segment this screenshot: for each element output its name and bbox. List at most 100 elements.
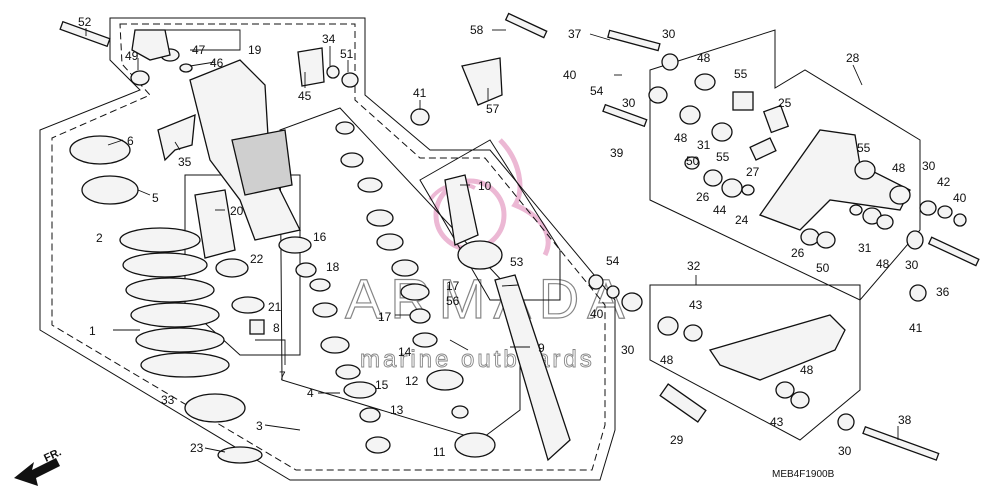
callout-9: 9 — [538, 341, 545, 355]
callout-40-b: 40 — [953, 191, 967, 205]
callout-18: 18 — [326, 260, 340, 274]
callout-50-b: 50 — [816, 261, 830, 275]
callout-31-a: 31 — [697, 138, 711, 152]
callout-27: 27 — [746, 165, 760, 179]
leader-lines — [85, 28, 899, 453]
watermark-tagline: marine outboards — [360, 346, 595, 373]
nut-41-right-art — [909, 284, 927, 302]
callout-48-b: 48 — [674, 131, 688, 145]
callout-41-right: 41 — [909, 321, 923, 335]
callout-7: 7 — [279, 369, 286, 383]
shock-inner-outline — [51, 23, 606, 471]
callout-17-a: 17 — [378, 310, 392, 324]
callout-54-b: 54 — [606, 254, 620, 268]
connecting-rod-32-art — [708, 314, 846, 381]
callout-48-f: 48 — [800, 363, 814, 377]
washer-54-mid-art — [606, 285, 620, 299]
callout-38: 38 — [898, 413, 912, 427]
callout-40-a: 40 — [563, 68, 577, 82]
callout-43-b: 43 — [770, 415, 784, 429]
bolt-36-art — [927, 236, 980, 267]
callout-25: 25 — [778, 96, 792, 110]
bladder-kit-outline — [419, 139, 561, 301]
callout-14: 14 — [398, 345, 412, 359]
damper-rod-9-art — [494, 274, 571, 462]
callout-50-a: 50 — [686, 154, 700, 168]
callout-30-c: 30 — [922, 159, 936, 173]
callout-36: 36 — [936, 285, 950, 299]
callout-57: 57 — [486, 102, 500, 116]
callout-28: 28 — [846, 51, 860, 65]
callout-30-e: 30 — [621, 343, 635, 357]
callout-48-a: 48 — [697, 51, 711, 65]
callout-33: 33 — [161, 393, 175, 407]
callout-15: 15 — [375, 378, 389, 392]
callout-58: 58 — [470, 23, 484, 37]
callout-56: 56 — [446, 294, 460, 308]
link-arm-outline — [649, 29, 921, 301]
callout-6: 6 — [127, 134, 134, 148]
callout-26-b: 26 — [791, 246, 805, 260]
callout-49: 49 — [125, 49, 139, 63]
callout-13: 13 — [390, 403, 404, 417]
callout-45: 45 — [298, 89, 312, 103]
callout-20: 20 — [230, 204, 244, 218]
collar-43-right-art — [775, 381, 795, 399]
cover-57-art — [461, 57, 503, 106]
seal-30-mid-art — [621, 292, 643, 312]
link-bushings-art — [648, 53, 967, 250]
callout-44: 44 — [713, 203, 727, 217]
callout-48-c: 48 — [892, 161, 906, 175]
assembly-frames — [39, 17, 921, 481]
callout-29: 29 — [670, 433, 684, 447]
spring-seat-33-art — [184, 393, 246, 423]
callout-42: 42 — [937, 175, 951, 189]
nut-51-art — [341, 72, 359, 88]
callout-46: 46 — [210, 56, 224, 70]
washer-34-art — [326, 65, 340, 79]
bracket-35-art — [157, 113, 196, 162]
callout-55-b: 55 — [716, 150, 730, 164]
bearing-48-right-art — [790, 391, 810, 409]
spring-1-art — [119, 227, 230, 378]
front-label: FR. — [42, 446, 63, 464]
callout-10: 10 — [478, 179, 492, 193]
drawing-code: MEB4F1900B — [772, 469, 835, 480]
collar-45-art — [297, 47, 325, 87]
callout-31-b: 31 — [858, 241, 872, 255]
callout-41-top: 41 — [413, 86, 427, 100]
connecting-rod-outline — [649, 284, 861, 441]
seal-22-art — [215, 258, 249, 278]
bolt-38-art — [862, 426, 940, 461]
callout-55-c: 55 — [857, 141, 871, 155]
callout-48-e: 48 — [660, 353, 674, 367]
callout-51: 51 — [340, 47, 354, 61]
callout-labels: 52 49 47 19 46 34 51 45 41 58 57 37 30 4… — [78, 15, 967, 459]
callout-32: 32 — [687, 259, 701, 273]
callout-37: 37 — [568, 27, 582, 41]
nut-41-art — [410, 108, 430, 126]
callout-30-f: 30 — [838, 444, 852, 458]
callout-30-b: 30 — [622, 96, 636, 110]
callout-4: 4 — [307, 386, 314, 400]
cap-53-art — [457, 240, 503, 270]
bolt-58-art — [504, 12, 548, 39]
callout-43-a: 43 — [689, 298, 703, 312]
front-direction-indicator: FR. — [14, 446, 63, 486]
callout-19: 19 — [248, 43, 262, 57]
nut-30-bottom-art — [837, 413, 855, 431]
washer-46-art — [179, 63, 193, 73]
callout-55-a: 55 — [734, 67, 748, 81]
callout-3: 3 — [256, 419, 263, 433]
callout-34: 34 — [322, 32, 336, 46]
callout-16: 16 — [313, 230, 327, 244]
callout-39: 39 — [610, 146, 624, 160]
damper-stack-art — [309, 121, 496, 458]
callout-48-d: 48 — [876, 257, 890, 271]
callout-2: 2 — [96, 231, 103, 245]
callout-54-a: 54 — [590, 84, 604, 98]
parts-art — [59, 12, 980, 464]
callout-52: 52 — [78, 15, 92, 29]
callout-47: 47 — [192, 43, 206, 57]
callout-22: 22 — [250, 252, 264, 266]
